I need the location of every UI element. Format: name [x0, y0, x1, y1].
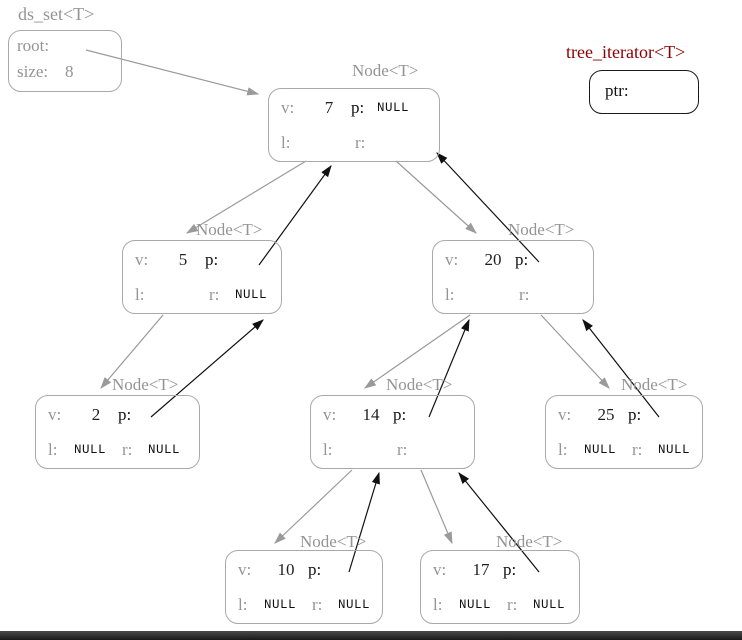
field-p-label: p: [515, 250, 529, 269]
root-field-label: root: [17, 36, 50, 55]
field-r-label: r: [355, 133, 366, 152]
size-field-value: 8 [65, 62, 74, 81]
node-type-label: Node<T> [621, 375, 688, 394]
field-v-value: 20 [484, 250, 502, 269]
field-p-label: p: [393, 405, 407, 424]
field-v-value: 25 [597, 405, 615, 424]
field-r-label: r: [209, 285, 220, 304]
ptr-field-label: ptr: [605, 81, 629, 100]
field-r-label: r: [122, 440, 133, 459]
field-l-label: l: [558, 440, 568, 459]
node-type-label: Node<T> [112, 375, 179, 394]
tree-node-14: v: 14 p: l: r: [310, 395, 475, 469]
field-p-label: p: [308, 560, 322, 579]
field-l-label: l: [48, 440, 58, 459]
tree-node-17: v: 17 p: l: NULL r: NULL [420, 550, 580, 624]
edge-right-7-to-20 [395, 160, 477, 234]
node-type-label: Node<T> [386, 375, 453, 394]
tree-node-10: v: 10 p: l: NULL r: NULL [225, 550, 383, 624]
edge-right-14-to-17 [420, 469, 453, 545]
field-l-label: l: [281, 133, 291, 152]
field-l-label: l: [323, 440, 333, 459]
node-type-label: Node<T> [196, 220, 263, 239]
tree-iterator-box: ptr: [589, 70, 699, 114]
field-r-value: NULL [533, 598, 566, 612]
tree-node-7: v: 7 p: NULL l: r: [268, 88, 440, 162]
field-r-label: r: [519, 285, 530, 304]
field-p-value: NULL [377, 101, 410, 115]
field-v-value: 17 [472, 560, 490, 579]
field-r-value: NULL [338, 598, 371, 612]
field-l-value: NULL [74, 443, 107, 457]
field-l-value: NULL [584, 443, 617, 457]
field-l-label: l: [238, 595, 248, 614]
field-r-label: r: [507, 595, 518, 614]
field-r-label: r: [312, 595, 323, 614]
field-v-label: v: [281, 98, 295, 117]
node-type-label: Node<T> [300, 532, 367, 551]
field-v-label: v: [445, 250, 459, 269]
tree-node-5: v: 5 p: l: r: NULL [122, 240, 282, 314]
field-v-value: 5 [178, 250, 188, 269]
ds-set-box: root: size: 8 [8, 30, 122, 92]
node-type-label: Node<T> [352, 61, 419, 80]
field-r-value: NULL [148, 443, 181, 457]
node-type-label: Node<T> [508, 220, 575, 239]
field-v-value: 7 [324, 98, 334, 117]
window-bottom-edge [0, 631, 742, 640]
tree-node-2: v: 2 p: l: NULL r: NULL [35, 395, 200, 469]
tree-node-25: v: 25 p: l: NULL r: NULL [545, 395, 703, 469]
field-p-label: p: [118, 405, 132, 424]
field-p-label: p: [351, 98, 365, 117]
field-v-label: v: [238, 560, 252, 579]
field-l-value: NULL [264, 598, 297, 612]
field-r-value: NULL [235, 288, 268, 302]
field-v-label: v: [558, 405, 572, 424]
field-l-label: l: [135, 285, 145, 304]
ds-set-title: ds_set<T> [18, 4, 95, 24]
field-r-label: r: [632, 440, 643, 459]
field-r-label: r: [397, 440, 408, 459]
field-p-label: p: [503, 560, 517, 579]
edge-right-20-to-25 [540, 314, 610, 389]
tree-iterator-title: tree_iterator<T> [566, 42, 686, 62]
field-r-value: NULL [658, 443, 691, 457]
field-v-value: 2 [91, 405, 101, 424]
field-v-label: v: [323, 405, 337, 424]
field-v-value: 14 [362, 405, 380, 424]
size-field-label: size: [17, 62, 49, 81]
field-v-label: v: [135, 250, 149, 269]
field-v-value: 10 [277, 560, 295, 579]
field-p-label: p: [628, 405, 642, 424]
field-l-label: l: [433, 595, 443, 614]
node-type-label: Node<T> [496, 532, 563, 551]
field-p-label: p: [205, 250, 219, 269]
field-l-value: NULL [459, 598, 492, 612]
tree-node-20: v: 20 p: l: r: [432, 240, 594, 314]
field-v-label: v: [48, 405, 62, 424]
field-v-label: v: [433, 560, 447, 579]
field-l-label: l: [445, 285, 455, 304]
